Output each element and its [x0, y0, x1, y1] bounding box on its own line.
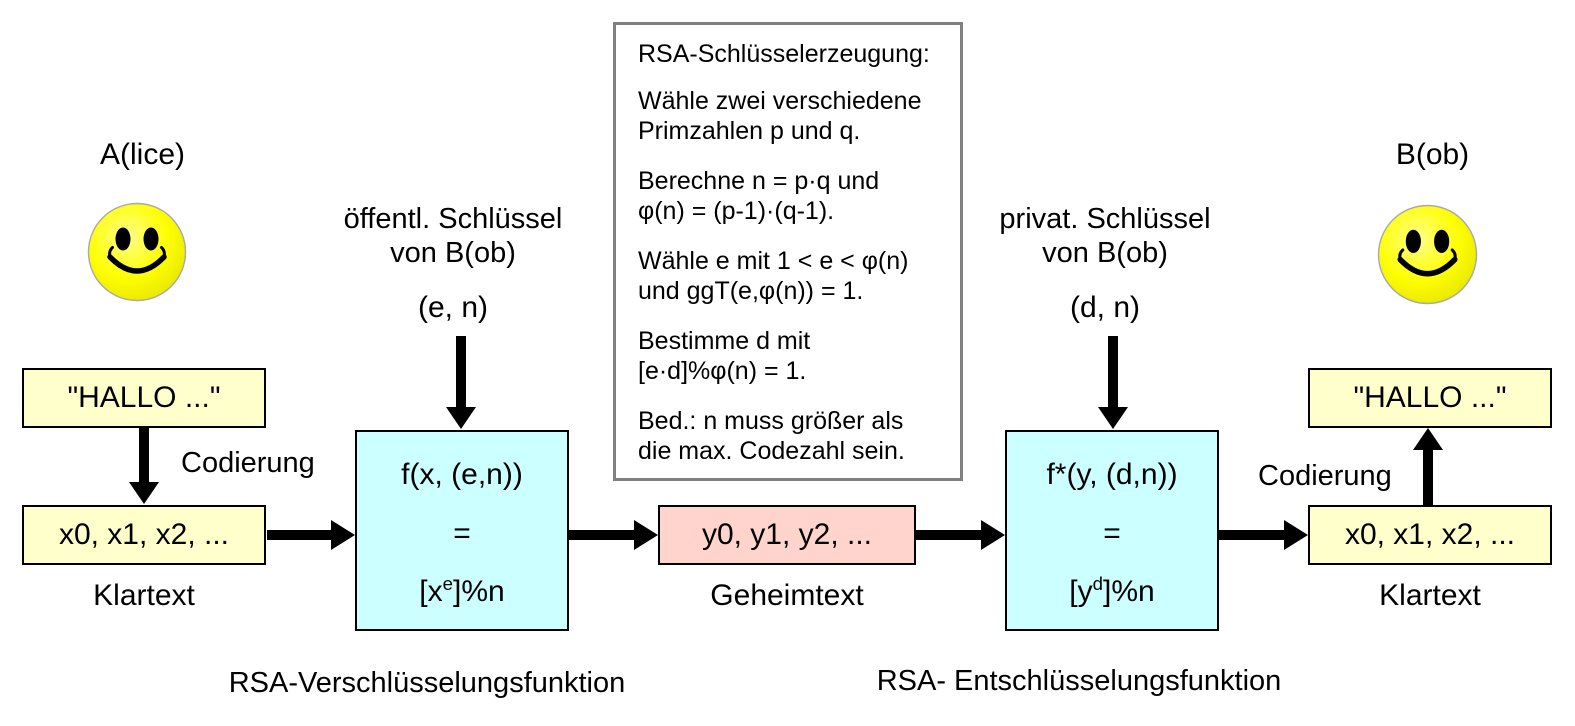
formula-exponent-dec: d — [1092, 573, 1103, 594]
plaintext-code-left: x0, x1, x2, ... — [58, 518, 230, 551]
coding-label-right: Codierung — [1258, 460, 1392, 492]
message-box-right: "HALLO ..." — [1308, 368, 1552, 428]
keygen-step-primes: Wähle zwei verschiedene Primzahlen p und… — [638, 87, 922, 145]
ciphertext-caption: Geheimtext — [710, 579, 864, 612]
arrow-public-key-to-encryption — [446, 336, 476, 429]
message-box-left: "HALLO ..." — [22, 368, 266, 428]
encryption-func-equals: = — [453, 516, 471, 550]
public-key-label: öffentl. Schlüssel von B(ob) — [343, 203, 563, 269]
private-key-label: privat. Schlüssel von B(ob) — [999, 203, 1211, 269]
plaintext-caption-left: Klartext — [93, 579, 195, 612]
decryption-function-box: f*(y, (d,n)) = [yd]%n — [1005, 430, 1219, 631]
ciphertext-code: y0, y1, y2, ... — [701, 518, 873, 551]
plaintext-code-box-right: x0, x1, x2, ... — [1308, 505, 1552, 565]
plaintext-code-right: x0, x1, x2, ... — [1344, 518, 1516, 551]
keygen-step-n-phi: Berechne n = p·q und φ(n) = (p-1)·(q-1). — [638, 167, 880, 225]
arrow-encryption-to-ciphertext — [569, 520, 658, 550]
encryption-func-formula: [xe]%n — [419, 573, 505, 609]
private-key-tuple: (d, n) — [1069, 291, 1141, 324]
decryption-func-signature: f*(y, (d,n)) — [1046, 458, 1178, 491]
keygen-step-d: Bestimme d mit [e·d]%φ(n) = 1. — [638, 327, 811, 385]
decryption-func-equals: = — [1103, 516, 1121, 550]
keygen-step-e: Wähle e mit 1 < e < φ(n) und ggT(e,φ(n))… — [638, 247, 909, 305]
bob-smiley-icon — [1377, 204, 1478, 305]
plaintext-caption-right: Klartext — [1379, 579, 1481, 612]
plaintext-code-box-left: x0, x1, x2, ... — [22, 505, 266, 565]
public-key-tuple: (e, n) — [417, 291, 489, 324]
alice-label: A(lice) — [99, 138, 185, 171]
coding-label-left: Codierung — [181, 447, 315, 479]
formula-exponent-enc: e — [442, 573, 453, 594]
formula-base-dec: [y — [1069, 575, 1093, 608]
bob-label: B(ob) — [1395, 138, 1470, 171]
arrow-private-key-to-decryption — [1098, 336, 1128, 429]
encryption-function-box: f(x, (e,n)) = [xe]%n — [355, 430, 569, 631]
message-text-left: "HALLO ..." — [67, 381, 221, 414]
keygen-title: RSA-Schlüsselerzeugung: — [638, 40, 930, 68]
decryption-func-formula: [yd]%n — [1069, 573, 1155, 609]
formula-rest-dec: ]%n — [1102, 575, 1155, 608]
arrow-code-to-message-right — [1413, 428, 1443, 506]
arrow-decryption-to-plaintext — [1219, 520, 1308, 550]
encryption-func-signature: f(x, (e,n)) — [401, 458, 523, 491]
keygen-condition: Bed.: n muss größer als die max. Codezah… — [638, 407, 905, 465]
alice-smiley-icon — [87, 202, 187, 302]
ciphertext-code-box: y0, y1, y2, ... — [658, 505, 916, 565]
message-text-right: "HALLO ..." — [1353, 381, 1507, 414]
formula-rest-enc: ]%n — [452, 575, 505, 608]
arrow-ciphertext-to-decryption — [916, 520, 1005, 550]
encryption-caption: RSA-Verschlüsselungsfunktion — [228, 667, 626, 699]
arrow-plaintext-to-encryption — [267, 520, 355, 550]
formula-base-enc: [x — [419, 575, 443, 608]
arrow-message-to-code-left — [129, 428, 159, 504]
decryption-caption: RSA- Entschlüsselungsfunktion — [876, 665, 1282, 697]
keygen-info-box: RSA-Schlüsselerzeugung: Wähle zwei versc… — [613, 22, 963, 481]
